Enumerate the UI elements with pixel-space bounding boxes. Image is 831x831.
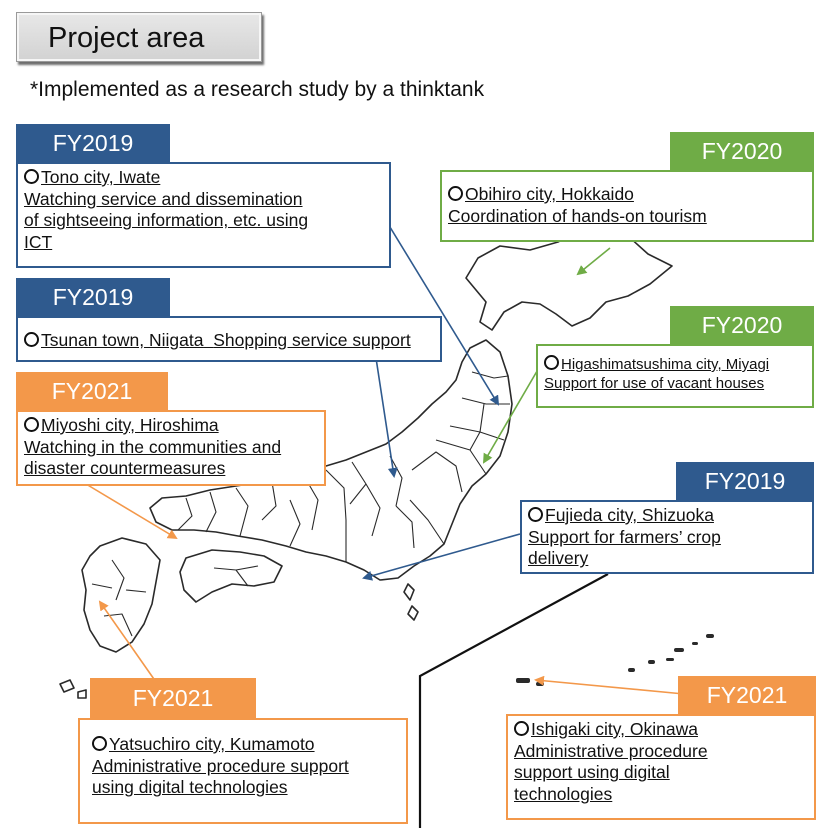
description-line: support using digital	[514, 762, 670, 783]
project-card-tono: Tono city, Iwate Watching service and di…	[16, 162, 391, 268]
arrow-obihiro	[576, 247, 611, 276]
description-line: disaster countermeasures	[24, 458, 226, 479]
page-title: Project area	[16, 12, 262, 62]
honshu-outline	[149, 339, 513, 581]
year-tag-yatsuchiro: FY2021	[90, 678, 256, 718]
arrow-higashimatsushima	[482, 365, 541, 464]
description-line: delivery	[528, 548, 589, 569]
place-name: Obihiro city, Hokkaido	[465, 184, 634, 204]
circle-bullet-icon	[448, 186, 463, 201]
description-line: Administrative procedure	[514, 740, 708, 761]
shikoku-outline	[179, 549, 283, 603]
year-tag-obihiro: FY2020	[670, 132, 814, 170]
project-card-yatsuchiro: Yatsuchiro city, Kumamoto Administrative…	[78, 718, 408, 824]
kyushu-outline	[81, 537, 161, 653]
description-line: Watching service and dissemination	[24, 188, 303, 209]
arrow-fujieda	[362, 533, 521, 581]
inset-divider	[418, 573, 609, 828]
project-card-higashimatsushima: Higashimatsushima city, Miyagi Support f…	[536, 344, 814, 408]
arrow-yatsuchiro	[98, 600, 157, 683]
description-line: Shopping service support	[213, 330, 411, 350]
year-tag-miyoshi: FY2021	[16, 372, 168, 410]
description-line: Watching in the communities and	[24, 436, 282, 457]
year-tag-fujieda: FY2019	[676, 462, 814, 500]
circle-bullet-icon	[92, 736, 107, 751]
description-line: ICT	[24, 232, 53, 253]
project-card-obihiro: Obihiro city, Hokkaido Coordination of h…	[440, 170, 814, 242]
place-name: Miyoshi city, Hiroshima	[41, 415, 219, 435]
year-tag-higashimatsushima: FY2020	[670, 306, 814, 344]
project-card-tsunan: Tsunan town, Niigata Shopping service su…	[16, 316, 442, 362]
circle-bullet-icon	[24, 332, 39, 347]
year-tag-tsunan: FY2019	[16, 278, 170, 316]
circle-bullet-icon	[528, 507, 543, 522]
place-name: Tono city, Iwate	[41, 167, 161, 187]
place-name: Tsunan town, Niigata	[41, 330, 204, 350]
place-name: Fujieda city, Shizuoka	[545, 505, 714, 525]
arrow-miyoshi	[85, 483, 178, 540]
description-line: using digital technologies	[92, 777, 288, 798]
place-name: Yatsuchiro city, Kumamoto	[109, 734, 315, 754]
arrow-tsunan	[375, 357, 398, 478]
project-card-miyoshi: Miyoshi city, Hiroshima Watching in the …	[16, 410, 326, 486]
year-tag-ishigaki: FY2021	[678, 676, 816, 714]
project-card-ishigaki: Ishigaki city, Okinawa Administrative pr…	[506, 714, 816, 820]
circle-bullet-icon	[24, 417, 39, 432]
place-name: Ishigaki city, Okinawa	[531, 719, 698, 739]
description-line: Support for farmers’ crop	[528, 526, 721, 547]
circle-bullet-icon	[544, 355, 559, 370]
description-line: of sightseeing information, etc. using	[24, 210, 309, 231]
circle-bullet-icon	[24, 169, 39, 184]
description-line: technologies	[514, 784, 613, 805]
description-line: Administrative procedure support	[92, 755, 349, 776]
subtitle-note: *Implemented as a research study by a th…	[30, 78, 485, 101]
arrow-ishigaki	[534, 675, 685, 695]
circle-bullet-icon	[514, 721, 529, 736]
place-name: Higashimatsushima city, Miyagi	[561, 356, 770, 373]
description-line: Support for use of vacant houses	[544, 374, 765, 392]
project-card-fujieda: Fujieda city, Shizuoka Support for farme…	[520, 500, 814, 574]
arrow-tono	[381, 213, 500, 406]
description-line: Coordination of hands-on tourism	[448, 205, 707, 226]
year-tag-tono: FY2019	[16, 124, 170, 162]
